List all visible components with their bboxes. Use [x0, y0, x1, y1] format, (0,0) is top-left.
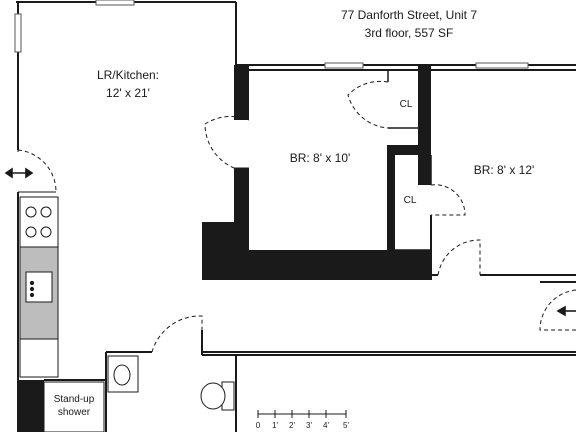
solid-walls: [18, 65, 431, 432]
fridge: [19, 338, 59, 378]
shower-box: [43, 381, 105, 432]
bath-sink-basin: [113, 364, 131, 386]
closet2-label: CL: [404, 195, 417, 206]
double-arrow-icon: [4, 167, 34, 179]
toilet-bowl: [200, 382, 226, 410]
bathroom: [43, 355, 235, 432]
doors: [17, 80, 576, 353]
kitchen: [19, 196, 59, 378]
scale-label-5: 5': [343, 421, 349, 430]
burner-4: [40, 226, 52, 238]
scale-label-4: 4': [323, 421, 329, 430]
br2-door-swing: [437, 239, 481, 276]
outline-walls: [16, 1, 576, 432]
wall-block-closet2-left: [387, 145, 395, 250]
bedroom1-label: BR: 8' x 10': [290, 151, 351, 165]
floor-info-line: 3rd floor, 557 SF: [365, 26, 454, 40]
burner-2: [40, 206, 52, 218]
window-top-living: [95, 0, 135, 6]
kitchen-sink: [25, 271, 53, 303]
window-br1: [324, 62, 364, 69]
closet1-door-swing: [347, 80, 389, 129]
burner-1: [25, 206, 37, 218]
sink-knob-3: [29, 292, 35, 298]
labels: 77 Danforth Street, Unit 7 3rd floor, 55…: [97, 8, 534, 177]
bath-door-swing: [151, 315, 203, 353]
closet2-door-swing: [430, 184, 466, 216]
wall-block-closet2-top: [387, 145, 431, 155]
sink-knob-1: [29, 280, 35, 286]
bedroom2-label: BR: 8' x 12': [474, 163, 535, 177]
windows: [14, 0, 529, 69]
scale-labels: 0 1' 2' 3' 4' 5': [256, 421, 350, 430]
closet1-label: CL: [400, 99, 413, 110]
window-left-living: [14, 13, 22, 53]
address-line: 77 Danforth Street, Unit 7: [341, 8, 477, 22]
hall-right-door-swing: [539, 289, 576, 331]
living-room-name: LR/Kitchen:: [97, 68, 159, 82]
small-labels: CL CL Stand-up shower: [54, 99, 417, 418]
stove: [19, 196, 59, 248]
scale-label-2: 2': [289, 421, 295, 430]
burner-3: [25, 226, 37, 238]
wall-block-br1-left: [234, 65, 249, 120]
shower-label-line2: shower: [58, 407, 91, 418]
scale-label-1: 1': [272, 421, 278, 430]
closet1-partitions: [387, 70, 432, 251]
sink-knob-2: [29, 286, 35, 292]
br1-door-swing: [204, 115, 250, 169]
scale-label-3: 3': [306, 421, 312, 430]
wall-block-divider: [418, 65, 431, 185]
wall-block-bottom-left: [202, 222, 249, 280]
scale-label-0: 0: [256, 421, 261, 430]
entry-door-swing: [17, 149, 57, 193]
shower-label-line1: Stand-up: [54, 394, 95, 405]
living-room-size: 12' x 21': [106, 86, 150, 100]
arrow-left-icon: [556, 305, 576, 317]
wall-block-bottom: [249, 250, 431, 280]
scale-bar: [257, 410, 347, 418]
window-br2: [475, 62, 529, 69]
wall-block-bath-left: [18, 380, 44, 432]
